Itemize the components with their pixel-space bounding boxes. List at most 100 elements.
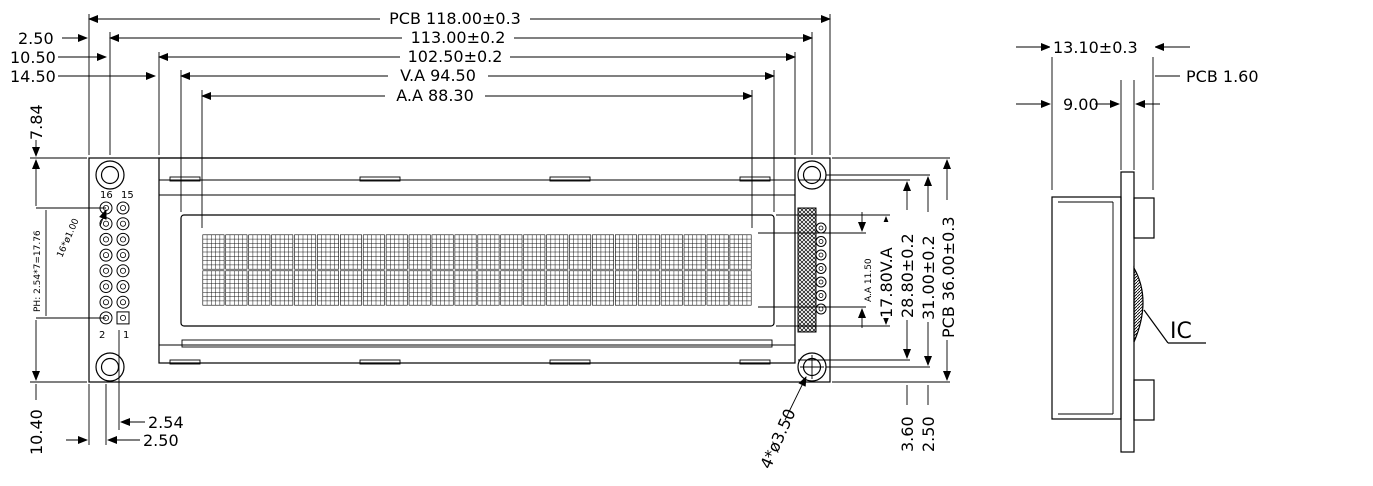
char-cell: [729, 234, 752, 270]
dim-left-250: 2.50: [18, 29, 54, 48]
char-cell: [546, 234, 569, 270]
dim-view-area: V.A 94.50: [400, 66, 476, 85]
pin-hole: [103, 283, 110, 290]
char-cell: [683, 234, 706, 270]
pin-hole: [103, 299, 110, 306]
bezel-outline: [158, 157, 796, 364]
char-cell: [592, 270, 615, 306]
driver-pad: [815, 222, 827, 234]
char-cell: [431, 270, 454, 306]
char-cell: [454, 270, 477, 306]
char-cell: [592, 234, 615, 270]
char-cell: [294, 234, 317, 270]
dim-left-1050: 10.50: [10, 48, 56, 67]
front-view: 16 15 2 1 16*ø1.00 PH: 2.54*7=17.76: [33, 157, 831, 383]
driver-pad: [815, 303, 827, 315]
connector-pin: [116, 217, 130, 231]
char-cell: [660, 234, 683, 270]
char-cell: [660, 270, 683, 306]
driver-pad-hole: [818, 266, 824, 271]
driver-pad: [815, 290, 827, 301]
dim-active-area: A.A 88.30: [396, 86, 474, 105]
connector-pin: [99, 280, 113, 293]
connector-pin: [116, 232, 130, 246]
side-connector-top: [1133, 197, 1155, 239]
char-cell: [317, 234, 339, 270]
driver-pad-hole: [818, 239, 824, 244]
char-cell: [614, 234, 637, 270]
pin-hole: [120, 267, 127, 274]
connector-pins: [99, 201, 130, 325]
connector-pin: [116, 264, 130, 278]
dim-aa-height: A.A 11.50: [864, 258, 874, 302]
connector-pin: [99, 264, 113, 278]
driver-pad: [815, 236, 827, 247]
char-cell: [408, 270, 431, 306]
char-cell: [362, 234, 385, 270]
pin-1-label: 1: [123, 330, 129, 341]
dim-pin-offset: 2.50: [143, 431, 179, 450]
driver-pad: [815, 249, 827, 261]
char-cell: [569, 270, 592, 306]
connector-pin: [99, 232, 113, 246]
char-cell: [477, 234, 500, 270]
char-cell: [546, 270, 569, 306]
char-cell: [431, 234, 454, 270]
dim-bezel-width: 102.50±0.2: [408, 47, 503, 66]
char-cell: [385, 234, 408, 270]
char-cell: [706, 234, 729, 270]
char-cell: [248, 234, 271, 270]
side-pcb-thickness: PCB 1.60: [1186, 67, 1259, 86]
dim-pin-pitch: 2.54: [148, 413, 184, 432]
dim-va-height: 17.80V.A: [877, 247, 896, 318]
pin-hole: [120, 314, 127, 321]
dim-hole-pitch: 113.00±0.2: [411, 28, 506, 47]
right-dimensions: A.A 11.50 17.80V.A 28.80±0.2 31.00±0.2 P…: [758, 157, 958, 452]
char-cell: [271, 234, 294, 270]
pin-hole: [120, 236, 127, 243]
char-cell: [500, 234, 523, 270]
dim-pcb-width: PCB 118.00±0.3: [389, 9, 521, 28]
connector-pin: [116, 295, 130, 309]
char-cell: [500, 270, 523, 306]
pin-hole: [103, 236, 110, 243]
pin-hole: [120, 299, 127, 306]
char-cell: [637, 270, 660, 306]
pin-2-label: 2: [99, 330, 105, 341]
char-cell: [454, 234, 477, 270]
dim-bottom-1040: 10.40: [27, 409, 46, 455]
connector-pin: [99, 248, 113, 262]
pin-hole-note: 16*ø1.00: [56, 217, 82, 259]
char-cell: [317, 270, 339, 306]
pin-16-label: 16: [100, 190, 113, 201]
connector-pin: [116, 280, 130, 293]
char-cell: [477, 270, 500, 306]
char-cell: [385, 270, 408, 306]
char-cell: [339, 234, 362, 270]
char-cell: [637, 234, 660, 270]
driver-pad: [815, 276, 827, 288]
ic-label: IC: [1170, 319, 1192, 344]
char-cell: [706, 270, 729, 306]
pin-hole: [120, 252, 127, 259]
driver-pad-hole: [818, 225, 824, 231]
char-cell: [248, 270, 271, 306]
char-cell: [569, 234, 592, 270]
left-dimensions: 2.50 10.50 14.50 7.84 10.40 2.54 2.50: [10, 29, 184, 455]
char-cell: [523, 234, 546, 270]
side-module-depth: 9.00: [1063, 95, 1099, 114]
character-grid: [202, 234, 752, 306]
dim-left-1450: 14.50: [10, 67, 56, 86]
side-connector-bottom: [1133, 379, 1155, 421]
side-pcb: [1120, 171, 1135, 453]
connector-pin: [116, 248, 130, 262]
char-cell: [225, 234, 248, 270]
connector-pin: [99, 295, 113, 309]
pin-hole: [103, 267, 110, 274]
dim-bezel-height: 28.80±0.2: [898, 233, 917, 318]
char-cell: [408, 234, 431, 270]
dim-bottom-250: 2.50: [919, 416, 938, 452]
top-dimensions: PCB 118.00±0.3 113.00±0.2 102.50±0.2 V.A…: [88, 9, 831, 228]
char-cell: [202, 234, 225, 270]
